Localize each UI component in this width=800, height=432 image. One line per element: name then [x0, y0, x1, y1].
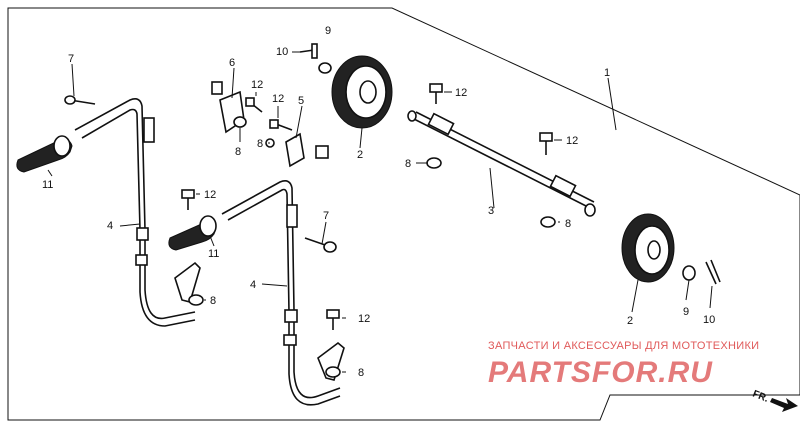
callout-9-upper: 9 [325, 25, 331, 37]
callout-9-lower: 9 [683, 306, 689, 318]
callout-3: 3 [488, 205, 494, 217]
bolt-12-a [245, 97, 263, 113]
bolt-12-e [181, 189, 195, 210]
direction-label: FR. [751, 389, 770, 405]
callout-12-c: 12 [455, 87, 467, 99]
callout-4-upper: 4 [107, 220, 113, 232]
handle-upper [74, 98, 201, 327]
front-direction-indicator: FR. [751, 389, 798, 412]
callout-8-f: 8 [358, 367, 364, 379]
handle-lower [221, 180, 345, 406]
pin-10-lower [705, 259, 721, 285]
callout-11-upper: 11 [42, 179, 53, 191]
callout-10-lower: 10 [703, 314, 715, 326]
callout-5: 5 [298, 95, 304, 107]
bolt-12-b [269, 119, 293, 131]
bolt-12-f [326, 309, 340, 330]
callout-4-lower: 4 [250, 279, 256, 291]
watermark-brand: PARTSFOR.RU [488, 356, 713, 389]
callout-7-upper: 7 [68, 53, 74, 65]
callout-12-a: 12 [251, 79, 263, 91]
callout-6: 6 [229, 57, 235, 69]
callout-11-lower: 11 [208, 248, 219, 260]
callout-7-lower: 7 [323, 210, 329, 222]
callout-8-c: 8 [405, 158, 411, 170]
leader-lines [47, 51, 713, 373]
callout-8-a: 8 [235, 146, 241, 158]
wheel-lower [621, 213, 675, 283]
watermark-caption: ЗАПЧАСТИ И АКСЕССУАРЫ ДЛЯ МОТОТЕХНИКИ [488, 340, 759, 352]
washer-9-lower [682, 265, 696, 281]
callout-8-d: 8 [565, 218, 571, 230]
bolt-12-d [539, 132, 553, 155]
callout-12-b: 12 [272, 93, 284, 105]
callout-1: 1 [604, 67, 610, 79]
callout-2-upper: 2 [357, 149, 363, 161]
wheel-upper [331, 55, 393, 129]
bolt-7-lower [304, 237, 337, 253]
grip-lower [168, 215, 217, 251]
bolt-7-upper [64, 95, 96, 105]
watermark: ЗАПЧАСТИ И АКСЕССУАРЫ ДЛЯ МОТОТЕХНИКИ PA… [488, 340, 759, 389]
callout-12-e: 12 [204, 189, 216, 201]
callout-12-f: 12 [358, 313, 370, 325]
callout-8-e: 8 [210, 295, 216, 307]
axle-3 [407, 110, 596, 217]
bolt-12-c [429, 83, 443, 104]
grip-upper [16, 135, 73, 173]
callout-8-b: 8 [257, 138, 263, 150]
callout-labels: 1 2 2 3 4 4 5 6 7 7 8 8 8 8 8 8 8 9 9 10… [42, 25, 715, 379]
callout-12-d: 12 [566, 135, 578, 147]
callout-10-upper: 10 [276, 46, 288, 58]
washer-9-upper [318, 62, 332, 74]
nut-8 [188, 116, 556, 378]
diagram-outline [7, 7, 800, 421]
pin-10-upper [299, 43, 318, 59]
callout-2-lower: 2 [627, 315, 633, 327]
arrow-right-icon [770, 398, 798, 412]
bracket-5 [265, 132, 329, 168]
